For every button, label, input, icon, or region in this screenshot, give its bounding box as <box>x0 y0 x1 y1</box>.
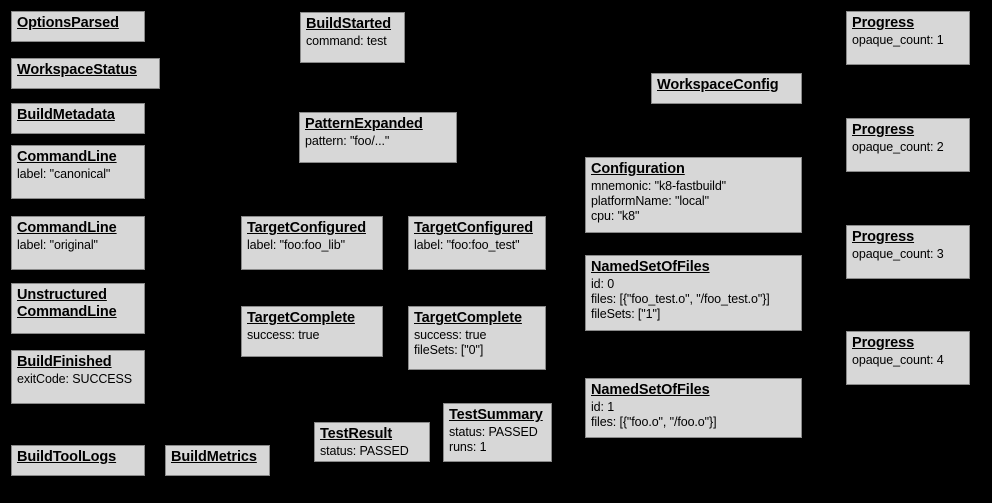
event-node-title: TestSummary <box>449 407 543 423</box>
event-node-title: NamedSetOfFiles <box>591 382 710 398</box>
event-node-fields: label: "foo:foo_test" <box>414 238 520 252</box>
event-node-named-set-of-files-1[interactable]: NamedSetOfFiles id: 1 files: [{"foo.o", "… <box>585 378 802 438</box>
event-node-target-complete-lib[interactable]: TargetComplete success: true <box>241 306 383 357</box>
event-node-fields: pattern: "foo/..." <box>305 134 390 148</box>
event-node-command-line-original[interactable]: CommandLine label: "original" <box>11 216 145 270</box>
event-node-fields: status: PASSED runs: 1 <box>449 425 538 454</box>
event-node-progress-3[interactable]: Progress opaque_count: 3 <box>846 225 970 279</box>
event-node-unstructured-command-line[interactable]: Unstructured CommandLine <box>11 283 145 334</box>
event-node-fields: opaque_count: 2 <box>852 140 944 154</box>
event-node-fields: opaque_count: 1 <box>852 33 944 47</box>
event-node-title: WorkspaceStatus <box>17 62 137 78</box>
event-node-fields: label: "foo:foo_lib" <box>247 238 345 252</box>
event-node-fields: label: "canonical" <box>17 167 111 181</box>
event-node-test-summary[interactable]: TestSummary status: PASSED runs: 1 <box>443 403 552 462</box>
event-node-title: TargetComplete <box>247 310 355 326</box>
event-node-fields: exitCode: SUCCESS <box>17 372 133 386</box>
event-node-title: BuildStarted <box>306 16 392 32</box>
event-node-title: Configuration <box>591 161 685 177</box>
event-node-fields: status: PASSED <box>320 444 409 458</box>
event-node-title: TestResult <box>320 426 393 442</box>
event-node-fields: id: 1 files: [{"foo.o", "/foo.o"}] <box>591 400 717 429</box>
event-node-build-metrics[interactable]: BuildMetrics <box>165 445 270 476</box>
event-node-title: TargetConfigured <box>247 220 366 236</box>
event-node-progress-2[interactable]: Progress opaque_count: 2 <box>846 118 970 172</box>
event-node-build-tool-logs[interactable]: BuildToolLogs <box>11 445 145 476</box>
event-node-title: BuildToolLogs <box>17 449 117 465</box>
event-node-build-metadata[interactable]: BuildMetadata <box>11 103 145 134</box>
event-node-title: CommandLine <box>17 149 117 165</box>
event-node-fields: opaque_count: 3 <box>852 247 944 261</box>
event-node-fields: opaque_count: 4 <box>852 353 944 367</box>
event-node-target-configured-test[interactable]: TargetConfigured label: "foo:foo_test" <box>408 216 546 270</box>
event-node-title: Unstructured CommandLine <box>17 287 117 320</box>
event-node-title: CommandLine <box>17 220 117 236</box>
event-node-workspace-status[interactable]: WorkspaceStatus <box>11 58 160 89</box>
event-node-configuration[interactable]: Configuration mnemonic: "k8-fastbuild" pl… <box>585 157 802 233</box>
event-node-title: BuildMetadata <box>17 107 115 123</box>
event-node-options-parsed[interactable]: OptionsParsed <box>11 11 145 42</box>
event-node-fields: id: 0 files: [{"foo_test.o", "/foo_test.… <box>591 277 770 321</box>
event-node-title: OptionsParsed <box>17 15 119 31</box>
event-node-title: Progress <box>852 229 915 245</box>
event-node-fields: mnemonic: "k8-fastbuild" platformName: "… <box>591 179 727 223</box>
event-node-title: Progress <box>852 335 915 351</box>
event-node-test-result[interactable]: TestResult status: PASSED <box>314 422 430 462</box>
event-node-fields: success: true fileSets: ["0"] <box>414 328 487 357</box>
event-node-target-configured-lib[interactable]: TargetConfigured label: "foo:foo_lib" <box>241 216 383 270</box>
event-node-title: TargetComplete <box>414 310 522 326</box>
event-node-title: WorkspaceConfig <box>657 77 779 93</box>
event-node-named-set-of-files-0[interactable]: NamedSetOfFiles id: 0 files: [{"foo_test.… <box>585 255 802 331</box>
event-node-title: Progress <box>852 15 915 31</box>
event-node-build-finished[interactable]: BuildFinished exitCode: SUCCESS <box>11 350 145 404</box>
event-node-title: Progress <box>852 122 915 138</box>
event-node-title: PatternExpanded <box>305 116 423 132</box>
event-node-pattern-expanded[interactable]: PatternExpanded pattern: "foo/..." <box>299 112 457 163</box>
event-node-target-complete-test[interactable]: TargetComplete success: true fileSets: ["… <box>408 306 546 370</box>
event-node-title: NamedSetOfFiles <box>591 259 710 275</box>
event-node-fields: label: "original" <box>17 238 98 252</box>
event-node-command-line-canonical[interactable]: CommandLine label: "canonical" <box>11 145 145 199</box>
event-node-progress-1[interactable]: Progress opaque_count: 1 <box>846 11 970 65</box>
event-node-title: TargetConfigured <box>414 220 533 236</box>
event-node-progress-4[interactable]: Progress opaque_count: 4 <box>846 331 970 385</box>
event-node-fields: success: true <box>247 328 320 342</box>
event-node-title: BuildFinished <box>17 354 112 370</box>
event-node-build-started[interactable]: BuildStarted command: test <box>300 12 405 63</box>
event-node-workspace-config[interactable]: WorkspaceConfig <box>651 73 802 104</box>
event-node-title: BuildMetrics <box>171 449 257 465</box>
event-node-fields: command: test <box>306 34 387 48</box>
